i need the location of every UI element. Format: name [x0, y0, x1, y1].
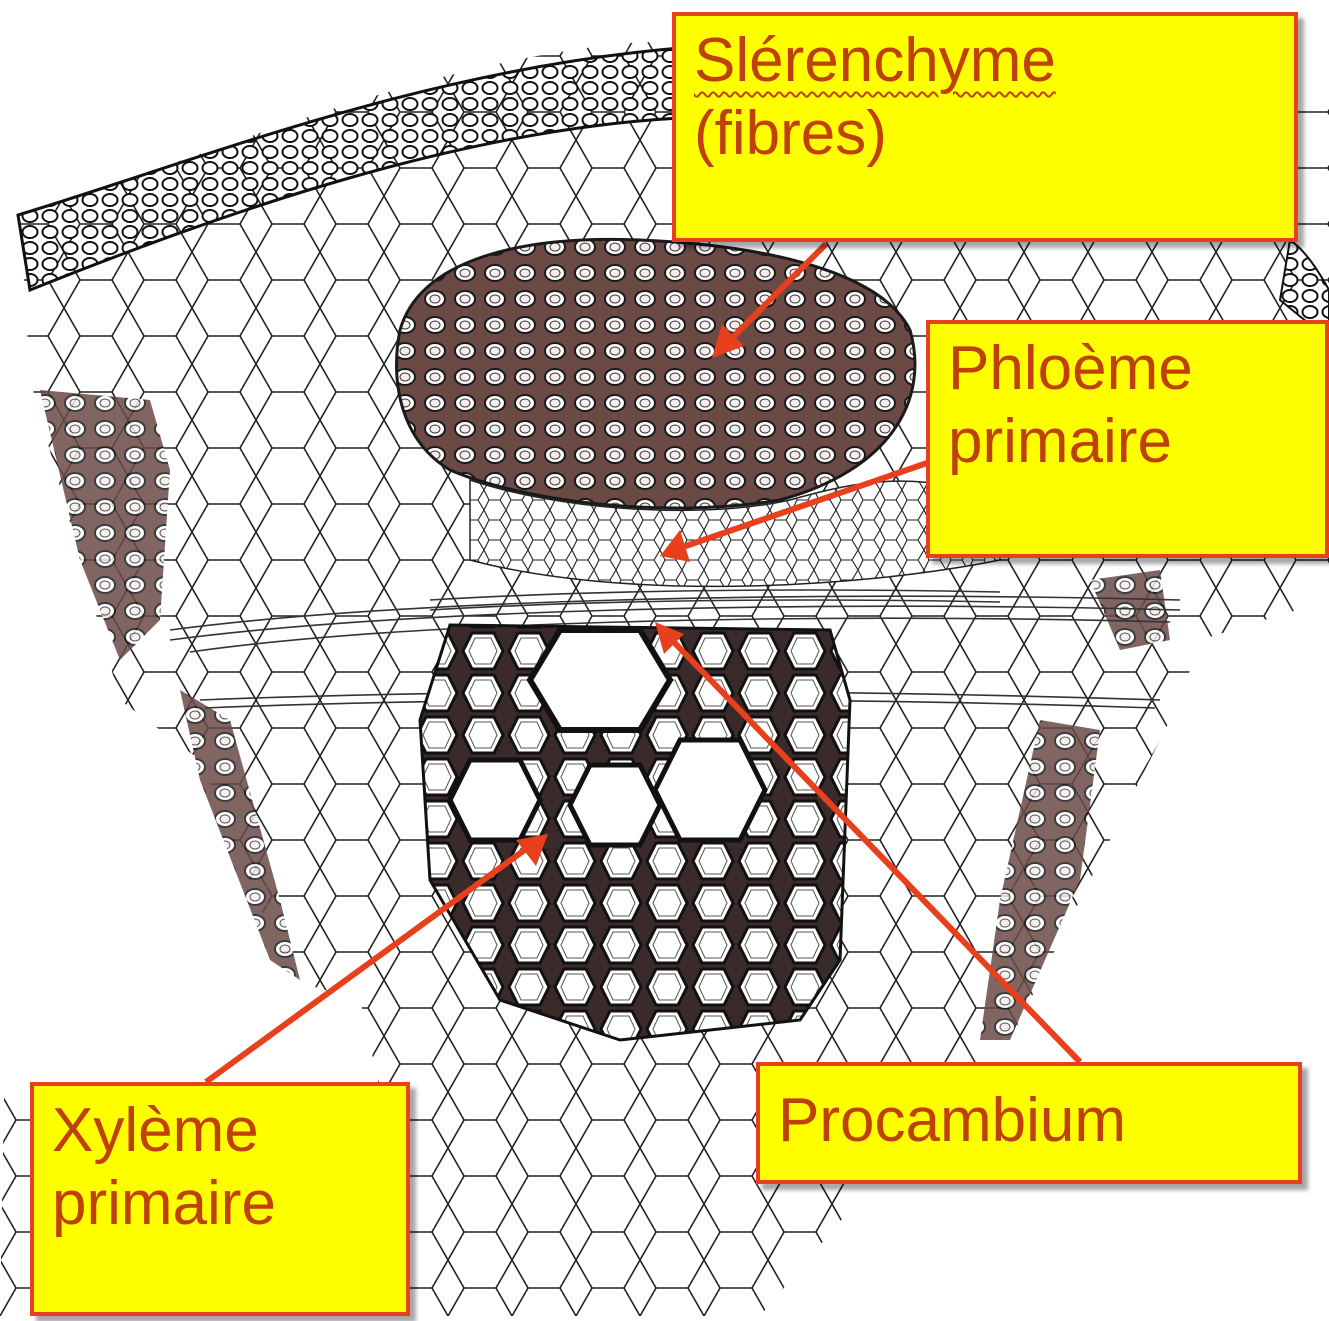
label-sclerenchyme-line1: Slérenchyme	[694, 24, 1276, 97]
label-sclerenchyme-line2: (fibres)	[694, 97, 1276, 170]
label-phloeme-line1: Phloème	[948, 332, 1307, 405]
label-xyleme: Xylème primaire	[30, 1082, 410, 1316]
label-xyleme-line1: Xylème	[52, 1094, 388, 1167]
label-phloeme-line2: primaire	[948, 405, 1307, 478]
label-procambium-line1: Procambium	[778, 1074, 1280, 1157]
sclerenchyme-cap	[397, 239, 915, 508]
large-vessel	[530, 630, 670, 730]
label-procambium: Procambium	[756, 1062, 1302, 1184]
label-xyleme-line2: primaire	[52, 1167, 388, 1240]
label-sclerenchyme: Slérenchyme (fibres)	[672, 12, 1298, 242]
label-phloeme: Phloème primaire	[926, 320, 1329, 558]
